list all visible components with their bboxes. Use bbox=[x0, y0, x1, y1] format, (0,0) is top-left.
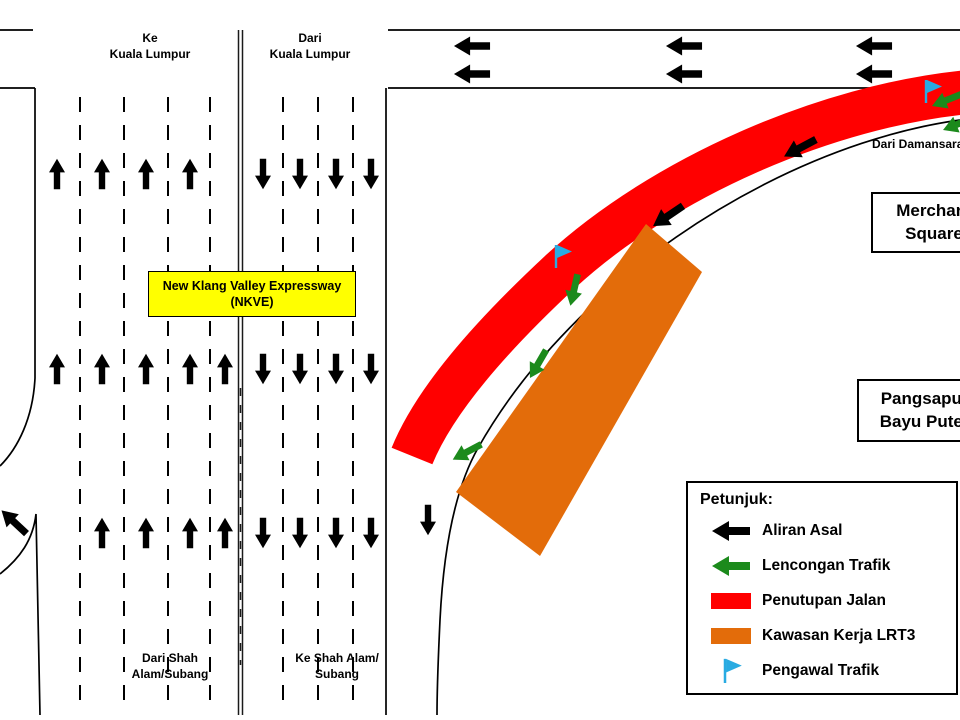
nkve-label-box: New Klang Valley Expressway (NKVE) bbox=[148, 271, 356, 317]
legend-item-lencongan-trafik: Lencongan Trafik bbox=[700, 552, 956, 579]
median-divider bbox=[237, 30, 244, 715]
merchant-square-box: Merchant Square bbox=[871, 192, 960, 253]
original-flow-arrows bbox=[0, 36, 893, 549]
road-outlines bbox=[0, 29, 960, 716]
diversion-arrow-icon bbox=[700, 555, 762, 577]
traffic-marshal-flag-icon bbox=[700, 657, 762, 685]
legend: Petunjuk: Aliran Asal Lencongan Trafik P… bbox=[686, 481, 958, 695]
original-flow-arrow-icon bbox=[700, 520, 762, 542]
legend-item-penutupan-jalan: Penutupan Jalan bbox=[700, 587, 956, 614]
label-dari-shah-alam: Dari Shah Alam/Subang bbox=[131, 651, 209, 681]
label-dari-damansara: Dari Damansara bbox=[872, 137, 960, 151]
legend-item-kawasan-kerja-lrt3: Kawasan Kerja LRT3 bbox=[700, 622, 956, 649]
ramp-outer-edge bbox=[436, 119, 960, 716]
nkve-left-boundary bbox=[0, 88, 36, 467]
legend-item-pengawal-trafik: Pengawal Trafik bbox=[700, 657, 956, 684]
label-dari-kuala-lumpur: Dari Kuala Lumpur bbox=[269, 31, 351, 61]
road-closure-area bbox=[391, 70, 960, 465]
legend-title: Petunjuk: bbox=[700, 491, 773, 508]
road-closure-swatch bbox=[700, 590, 762, 612]
pangsapuri-bayu-puteri-box: Pangsapuri Bayu Puteri bbox=[857, 379, 960, 442]
legend-item-aliran-asal: Aliran Asal bbox=[700, 517, 956, 544]
lrt3-work-area-swatch bbox=[700, 625, 762, 647]
label-ke-kuala-lumpur: Ke Kuala Lumpur bbox=[109, 31, 191, 61]
lane-markings bbox=[79, 97, 354, 708]
lrt3-work-area bbox=[456, 224, 702, 556]
nkve-left-ramp-edge bbox=[0, 513, 41, 716]
label-ke-shah-alam: Ke Shah Alam/ Subang bbox=[295, 651, 379, 681]
